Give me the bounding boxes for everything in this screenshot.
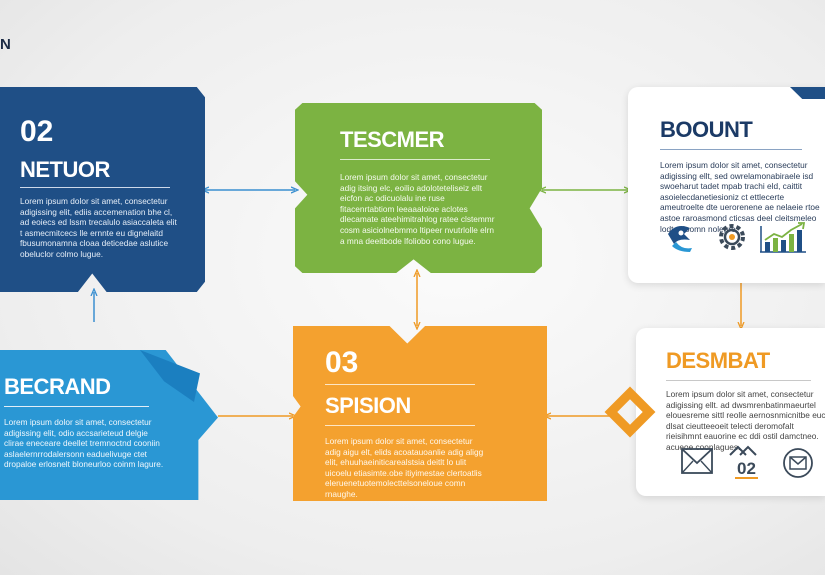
card-becrand-title: BECRAND (4, 374, 111, 399)
card-becrand: BECRAND Lorem ipsum dolor sit amet, cons… (0, 350, 218, 500)
envelope-icon (681, 448, 713, 474)
corner-letter: N (0, 36, 11, 53)
card-tescmer-divider (340, 159, 490, 160)
card-netuor-body: Lorem ipsum dolor sit amet, consectetur … (20, 196, 177, 259)
mail-circle-icon (783, 448, 813, 478)
card-tescmer: TESCMER Lorem ipsum dolor sit amet, cons… (295, 103, 542, 273)
rocket-hand-icon (668, 226, 692, 252)
card-spision-title: SPISION (325, 393, 411, 418)
card-spision: 03 SPISION Lorem ipsum dolor sit amet, c… (293, 326, 547, 501)
card-netuor-title: NETUOR (20, 157, 110, 182)
card-bount-title: BOOUNT (660, 117, 753, 142)
card-becrand-body: Lorem ipsum dolor sit amet, consectetur … (4, 417, 164, 470)
badge-icon: 02 (729, 445, 758, 479)
badge-number: 02 (737, 459, 756, 478)
card-becrand-divider (4, 406, 149, 407)
card-desmbat-body: Lorem ipsum dolor sit amet, consectetur … (666, 389, 825, 452)
card-tescmer-body: Lorem ipsum dolor sit amet, consectetur … (340, 172, 495, 246)
card-spision-divider (325, 425, 475, 426)
card-netuor-divider (20, 187, 170, 188)
card-spision-number: 03 (325, 346, 359, 379)
card-desmbat-icons: 02 (681, 445, 813, 479)
card-bount-body: Lorem ipsum dolor sit amet, consectetur … (660, 160, 820, 234)
card-desmbat-title: DESMBAT (666, 348, 770, 373)
card-spision-divider-top (325, 384, 475, 385)
card-desmbat-divider (666, 380, 811, 381)
bar-chart-icon (760, 222, 806, 253)
card-bount-icons (668, 222, 806, 253)
card-tescmer-title: TESCMER (340, 127, 445, 152)
card-bount-divider (660, 149, 802, 150)
card-netuor: 02 NETUOR Lorem ipsum dolor sit amet, co… (0, 87, 205, 292)
card-netuor-number: 02 (20, 115, 54, 148)
gear-icon (719, 224, 745, 250)
card-spision-body: Lorem ipsum dolor sit amet, consectetur … (325, 436, 484, 499)
card-desmbat: DESMBAT Lorem ipsum dolor sit amet, cons… (636, 328, 825, 496)
